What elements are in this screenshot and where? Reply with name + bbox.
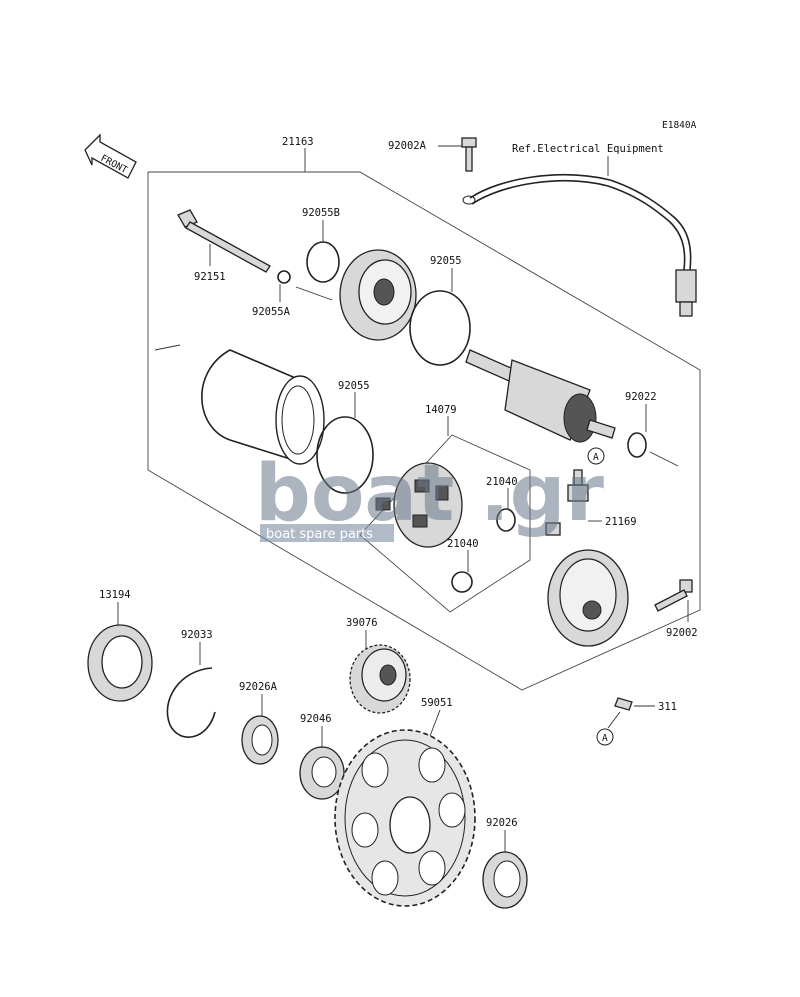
leader-cover: [295, 286, 333, 301]
oring-92055B: [306, 241, 340, 283]
spring-21040-a: [496, 508, 516, 532]
part-label-92002A: 92002A: [388, 140, 427, 152]
rear-cover: [547, 549, 629, 647]
part-label-92151: 92151: [194, 271, 226, 283]
front-direction-arrow: FRONT: [84, 133, 137, 179]
part-label-92055-mid: 92055: [338, 380, 370, 392]
part-label-92055-top: 92055: [430, 255, 462, 267]
leader-A-bottom: [607, 711, 621, 729]
armature: [465, 349, 616, 443]
part-label-92026: 92026: [486, 817, 518, 829]
washer-92022: [627, 432, 647, 458]
key-311: [614, 697, 633, 711]
ref-marker-A-bottom-text: A: [602, 733, 608, 744]
part-label-21163: 21163: [282, 136, 314, 148]
spring-21040-b: [451, 571, 473, 593]
arrow-line-92022: [649, 451, 679, 467]
oring-92055-mid: [316, 416, 374, 494]
ref-marker-A-top-text: A: [593, 452, 599, 463]
part-label-92002: 92002: [666, 627, 698, 639]
idle-gear-39076: [349, 644, 411, 714]
part-label-92055A: 92055A: [252, 306, 291, 318]
part-label-14079: 14079: [425, 404, 457, 416]
front-cover: [339, 249, 417, 341]
one-way-clutch-13194: [87, 624, 153, 702]
starter-cable: [462, 174, 697, 317]
part-label-21040-a: 21040: [486, 476, 518, 488]
needle-bearing-92046: [299, 746, 345, 800]
bolt-92002: [654, 579, 693, 612]
circlip-92033: [166, 667, 216, 738]
part-label-92046: 92046: [300, 713, 332, 725]
arrow-line-yoke: [154, 344, 181, 351]
watermark-tagline: boat spare parts: [266, 527, 373, 542]
part-label-311: 311: [658, 701, 677, 713]
part-label-21040-b: 21040: [447, 538, 479, 550]
leader-59051: [429, 709, 441, 737]
part-label-92026A: 92026A: [239, 681, 278, 693]
part-label-13194: 13194: [99, 589, 131, 601]
watermark-logo: boat .gr boat spare parts: [255, 449, 604, 542]
long-bolt-92151: [177, 209, 271, 273]
part-label-39076: 39076: [346, 617, 378, 629]
bolt-92002A: [461, 137, 477, 172]
yoke-housing: [201, 349, 325, 465]
terminal-21169: [545, 469, 589, 536]
brush-holder: [375, 462, 463, 548]
diagram-code: E1840A: [662, 120, 697, 131]
part-label-92055B: 92055B: [302, 207, 340, 219]
brush-holder-frame: [359, 434, 531, 613]
starter-gear-59051: [334, 729, 476, 907]
part-label-92033: 92033: [181, 629, 213, 641]
part-label-21169: 21169: [605, 516, 637, 528]
small-oring-92055A: [277, 270, 291, 284]
ref-electrical-text: Ref.Electrical Equipment: [512, 143, 664, 155]
ref-marker-A-bottom: [596, 728, 614, 746]
watermark-tld: .gr: [480, 449, 604, 539]
part-label-92022: 92022: [625, 391, 657, 403]
starter-assembly-frame: [147, 171, 701, 691]
ref-marker-A-top: [587, 447, 605, 465]
part-label-59051: 59051: [421, 697, 453, 709]
oring-92055-top: [409, 290, 471, 366]
